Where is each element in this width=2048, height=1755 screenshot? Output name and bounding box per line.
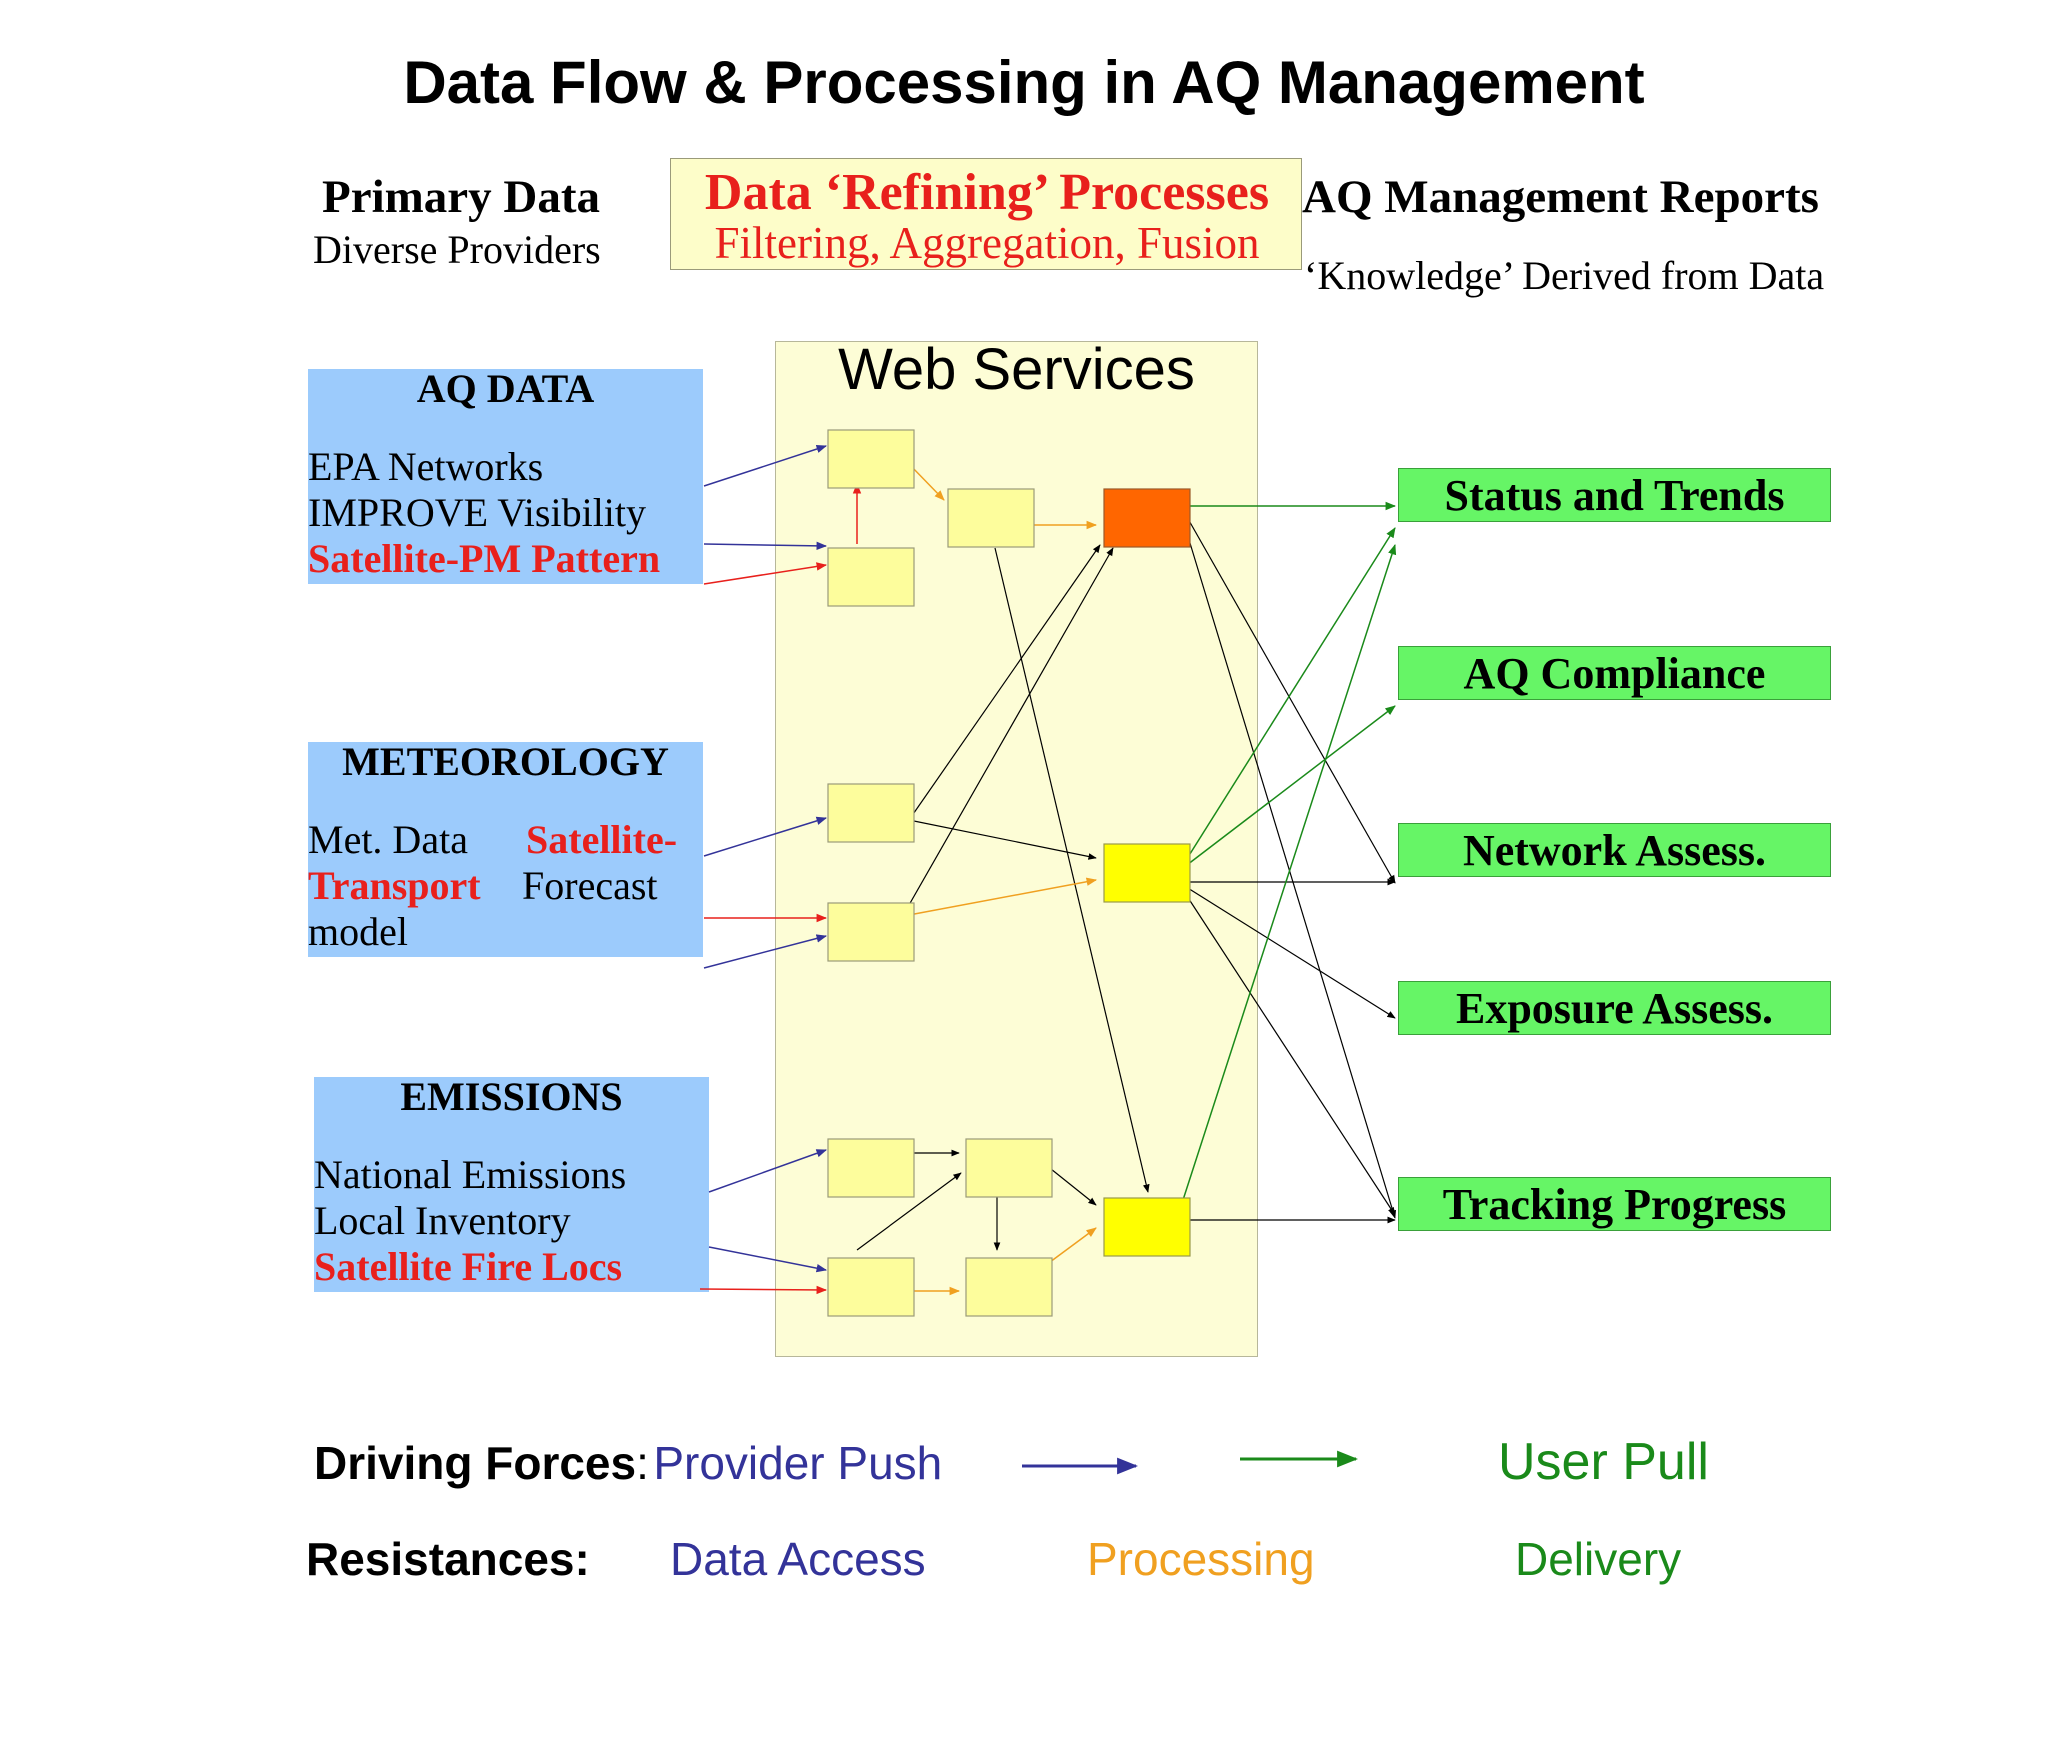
legend-user-pull: User Pull [1498, 1433, 1709, 1491]
aq-data-improve-visibility: IMPROVE Visibility [308, 490, 647, 535]
flow-met-to-node-m1 [703, 816, 828, 857]
node-em-4 [965, 1257, 1053, 1317]
flow-national-to-node-e1 [708, 1149, 827, 1193]
flow-yellow2-to-exposure [1182, 884, 1396, 1019]
refining-processes-heading: Data ‘Refining’ Processes [704, 164, 1270, 221]
output-aq-compliance: AQ Compliance [1398, 646, 1831, 700]
output-status-and-trends: Status and Trends [1398, 468, 1831, 522]
meteorology-title: METEOROLOGY [342, 739, 669, 784]
flow-satpm-to-node2 [703, 562, 828, 585]
flow-e3-to-e2 [856, 1172, 962, 1251]
legend-driving-forces: Driving Forces: Provider Push [314, 1436, 942, 1490]
aq-data-source-box: AQ DATA EPA Networks IMPROVE Visibility … [308, 366, 703, 584]
page-title: Data Flow & Processing in AQ Management [403, 49, 1645, 116]
node-em-2 [965, 1138, 1053, 1198]
node-aq-2 [827, 547, 915, 607]
flow-m1-to-yellow2 [908, 819, 1097, 860]
node-aq-1 [827, 429, 915, 489]
legend-processing: Processing [1087, 1533, 1315, 1585]
emissions-satellite-fire: Satellite Fire Locs [314, 1244, 623, 1289]
flow-node1-to-node3 [908, 463, 945, 501]
output-exposure-assess: Exposure Assess. [1398, 981, 1831, 1035]
legend-delivery: Delivery [1515, 1533, 1682, 1585]
node-em-yellow [1103, 1197, 1191, 1257]
reports-subheading: ‘Knowledge’ Derived from Data [1304, 253, 1825, 298]
legend-provider-push: Provider Push [653, 1437, 943, 1489]
meteorology-met-data: Met. Data [308, 817, 468, 862]
aq-data-title: AQ DATA [416, 366, 595, 411]
output-network-assess: Network Assess. [1398, 823, 1831, 877]
node-em-3 [827, 1257, 915, 1317]
aq-data-satellite-pm: Satellite-PM Pattern [308, 536, 661, 581]
flow-e2-to-yellow3 [1045, 1164, 1097, 1206]
legend-data-access: Data Access [670, 1533, 926, 1585]
output-status-and-trends-label: Status and Trends [1444, 471, 1785, 520]
flow-yellow3-to-status [1182, 544, 1397, 1201]
legend-resistances: Resistances: [306, 1533, 590, 1585]
emissions-local-inventory: Local Inventory [314, 1198, 571, 1243]
output-exposure-assess-label: Exposure Assess. [1455, 984, 1774, 1033]
flow-node3-to-yellow3 [994, 547, 1150, 1193]
node-met-1 [827, 783, 915, 843]
meteorology-forecast: Forecast [522, 863, 658, 908]
refining-processes-subheading: Filtering, Aggregation, Fusion [714, 218, 1260, 268]
node-em-1 [827, 1138, 915, 1198]
aq-data-epa-networks: EPA Networks [308, 444, 544, 489]
emissions-title: EMISSIONS [400, 1074, 623, 1119]
flow-improve-to-node2 [703, 541, 828, 551]
flow-m2-to-yellow2 [908, 877, 1098, 916]
flow-yellow2-to-tracking [1182, 889, 1396, 1216]
flow-orange-to-tracking [1182, 519, 1397, 1219]
node-met-2 [827, 902, 915, 962]
flow-m1-to-orange [908, 544, 1101, 821]
legend-colon: : [636, 1437, 649, 1489]
primary-data-subheading: Diverse Providers [313, 227, 601, 272]
output-network-assess-label: Network Assess. [1462, 826, 1767, 875]
output-tracking-progress-label: Tracking Progress [1442, 1180, 1787, 1229]
meteorology-model: model [308, 909, 408, 954]
primary-data-heading: Primary Data [322, 171, 600, 223]
node-met-yellow [1103, 843, 1191, 903]
emissions-national: National Emissions [314, 1152, 627, 1197]
meteorology-satellite: Satellite- [526, 817, 678, 862]
flow-model-to-node-m2 [703, 934, 828, 969]
refining-processes-box: Data ‘Refining’ Processes Filtering, Agg… [670, 158, 1302, 270]
flow-fire-to-node-e3 [699, 1285, 828, 1295]
output-aq-compliance-label: AQ Compliance [1463, 649, 1766, 698]
node-aq-orange [1103, 488, 1191, 548]
meteorology-source-box: METEOROLOGY Met. Data Satellite- Transpo… [308, 739, 703, 957]
flow-epa-to-node1 [703, 444, 827, 487]
flow-local-to-node-e3 [708, 1246, 828, 1273]
flow-yellow2-to-compliance [1182, 705, 1396, 869]
flow-m2-to-orange [908, 547, 1114, 906]
web-services-label: Web Services [838, 337, 1195, 402]
reports-heading: AQ Management Reports [1302, 171, 1819, 223]
output-tracking-progress: Tracking Progress [1398, 1177, 1831, 1231]
emissions-source-box: EMISSIONS National Emissions Local Inven… [314, 1074, 709, 1292]
node-aq-3 [947, 488, 1035, 548]
flow-e4-to-yellow3 [1045, 1227, 1097, 1266]
meteorology-transport: Transport [308, 863, 481, 908]
flow-yellow2-to-status [1182, 527, 1396, 866]
legend-driving-label: Driving Forces [314, 1437, 637, 1489]
